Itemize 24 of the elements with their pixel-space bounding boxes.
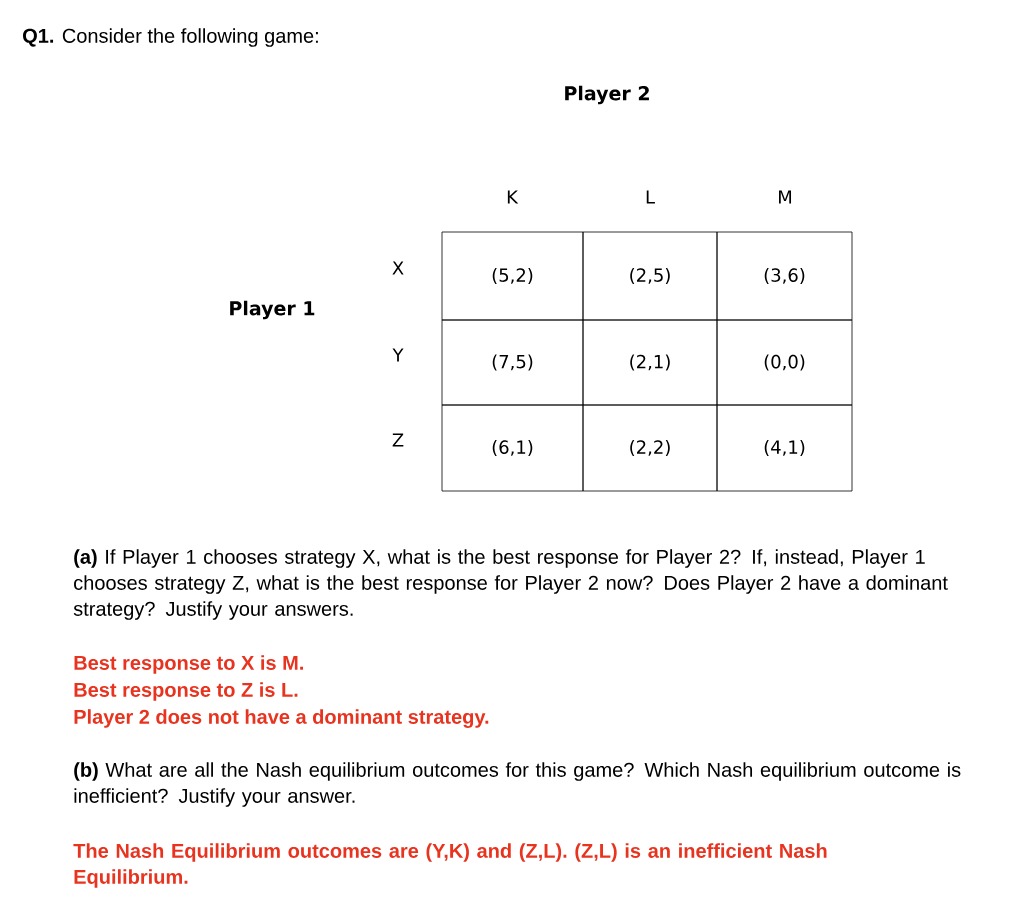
- answer-text: Best response to Z is L.: [74, 682, 298, 701]
- answer-text: Player 2 does not have a dominant strategy.: [74, 709, 489, 728]
- table-cell: (2,1): [582, 319, 718, 406]
- column-label: M: [779, 190, 791, 204]
- row-label: Y: [392, 348, 404, 362]
- table-cell: (2,5): [582, 231, 718, 321]
- table-cell: (4,1): [716, 404, 853, 492]
- table-cell: (7,5): [441, 319, 584, 406]
- table-cell: (6,1): [441, 404, 584, 492]
- answer-text: The Nash Equilibrium outcomes are (Y,K) and (Z,L). (Z,L) is an inefficient Nash Equilibrium.: [73, 843, 827, 888]
- row-label: X: [392, 261, 404, 275]
- player-label: Player 1: [230, 300, 315, 320]
- question-text: (b) What are all the Nash equilibrium outcomes for this game? Which Nash equilibrium outcome is inefficient? Justify your answer.: [74, 762, 961, 807]
- table-cell: (0,0): [716, 319, 853, 406]
- player-label: Player 2: [565, 85, 649, 105]
- question-text: (a) If Player 1 chooses strategy X, what is the best response for Player 2? If, instead, Player 1 chooses strategy Z, what is the best response for Player 2 now? Does Player 2 have a dominant strategy? Justify your answers.: [73, 549, 948, 620]
- table-cell: (2,2): [582, 404, 718, 492]
- answer-text: Best response to X is M.: [74, 655, 303, 674]
- column-label: L: [646, 190, 655, 204]
- row-label: Z: [392, 433, 404, 447]
- table-cell: (5,2): [441, 231, 584, 321]
- column-label: K: [507, 190, 519, 204]
- heading: Q1. Consider the following game:: [23, 28, 318, 47]
- table-cell: (3,6): [716, 231, 853, 321]
